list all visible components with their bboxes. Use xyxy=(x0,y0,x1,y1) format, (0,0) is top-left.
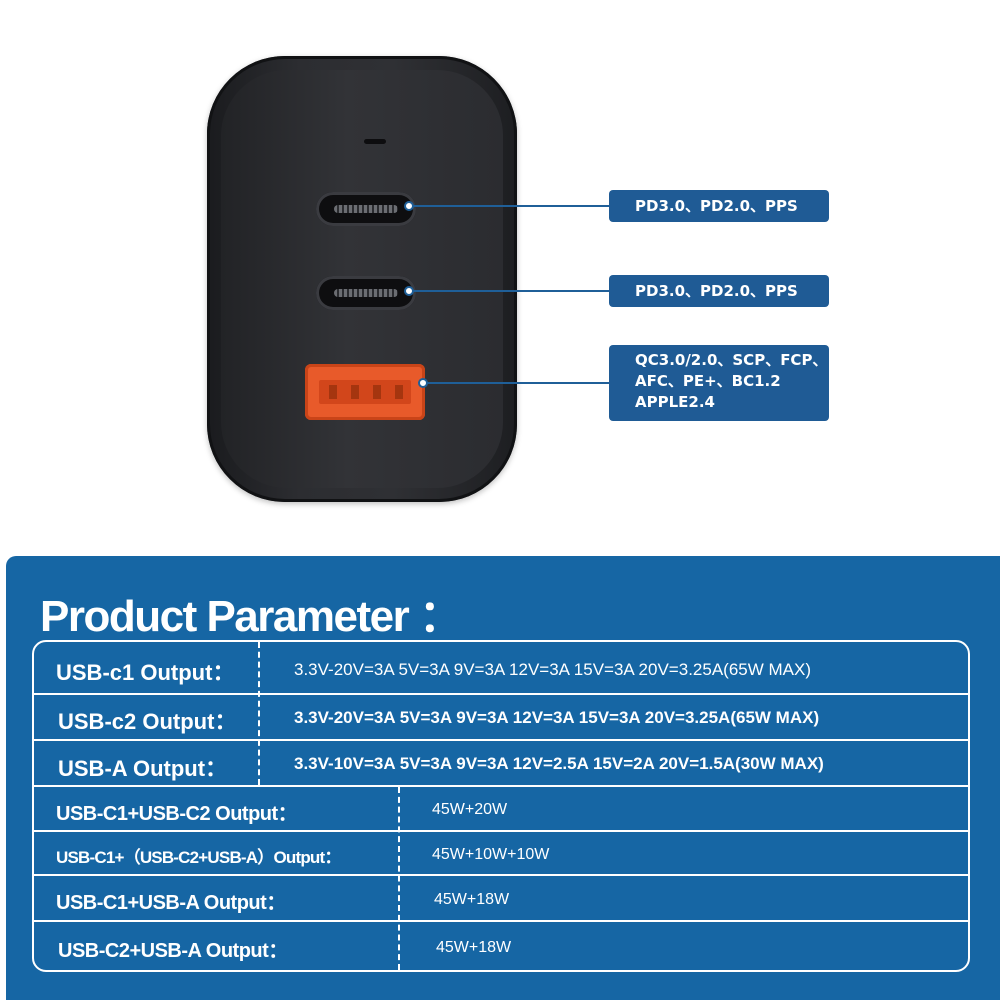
row-label: USB-C1+（USB-C2+USB-A）Output： xyxy=(56,848,341,867)
parameter-table xyxy=(32,640,970,972)
table-row: USB-c2 Output： 3.3V-20V=3A 5V=3A 9V=3A 1… xyxy=(32,695,970,739)
row-label: USB-A Output： xyxy=(58,756,228,781)
charger-face xyxy=(221,70,503,488)
usb-c1-spec-label: PD3.0、PD2.0、PPS xyxy=(609,190,829,222)
usb-a-spec-label: QC3.0/2.0、SCP、FCP、 AFC、PE+、BC1.2 APPLE2.… xyxy=(609,345,829,421)
row-divider xyxy=(34,874,968,876)
row-divider xyxy=(34,785,968,787)
row-divider xyxy=(34,693,968,695)
usb-a-leader-line xyxy=(424,382,610,384)
column-divider xyxy=(398,787,400,970)
row-label: USB-C1+USB-A Output： xyxy=(56,892,286,914)
row-value: 45W+18W xyxy=(434,891,510,908)
row-divider xyxy=(34,739,968,741)
usb-c2-port xyxy=(316,276,416,310)
usb-c1-leader-line xyxy=(410,205,610,207)
row-label: USB-c1 Output： xyxy=(56,660,235,685)
row-label: USB-C1+USB-C2 Output： xyxy=(56,803,298,825)
row-value: 3.3V-10V=3A 5V=3A 9V=3A 12V=2.5A 15V=2A … xyxy=(294,754,824,773)
row-value: 45W+20W xyxy=(432,801,508,818)
parameter-panel xyxy=(6,556,1000,1000)
usb-c2-tongue xyxy=(334,289,398,297)
usb-a-pin xyxy=(329,385,337,399)
usb-c1-leader-dot xyxy=(404,201,414,211)
usb-c2-leader-dot xyxy=(404,286,414,296)
row-divider xyxy=(34,920,968,922)
usb-c2-spec-label: PD3.0、PD2.0、PPS xyxy=(609,275,829,307)
row-divider xyxy=(34,830,968,832)
usb-a-pin xyxy=(351,385,359,399)
usb-a-leader-dot xyxy=(418,378,428,388)
usb-c2-leader-line xyxy=(410,290,610,292)
table-row: USB-A Output： 3.3V-10V=3A 5V=3A 9V=3A 12… xyxy=(32,741,970,785)
usb-a-pin xyxy=(395,385,403,399)
row-label: USB-C2+USB-A Output： xyxy=(58,940,288,962)
usb-a-port xyxy=(305,364,425,420)
panel-title: Product Parameter ： xyxy=(40,592,463,641)
led-indicator xyxy=(364,139,386,144)
table-row: USB-C2+USB-A Output： 45W+18W xyxy=(32,922,970,970)
table-row: USB-C1+USB-C2 Output： 45W+20W xyxy=(32,787,970,830)
column-divider xyxy=(258,642,260,785)
usb-c1-port xyxy=(316,192,416,226)
usb-c1-tongue xyxy=(334,205,398,213)
table-row: USB-c1 Output： 3.3V-20V=3A 5V=3A 9V=3A 1… xyxy=(32,642,970,693)
row-value: 3.3V-20V=3A 5V=3A 9V=3A 12V=3A 15V=3A 20… xyxy=(294,660,811,679)
row-label: USB-c2 Output： xyxy=(58,709,237,734)
table-row: USB-C1+（USB-C2+USB-A）Output： 45W+10W+10W xyxy=(32,832,970,874)
charger-body xyxy=(207,56,517,502)
row-value: 45W+10W+10W xyxy=(432,846,550,863)
row-value: 45W+18W xyxy=(436,939,512,956)
usb-a-pin xyxy=(373,385,381,399)
table-row: USB-C1+USB-A Output： 45W+18W xyxy=(32,876,970,920)
row-value: 3.3V-20V=3A 5V=3A 9V=3A 12V=3A 15V=3A 20… xyxy=(294,708,820,727)
